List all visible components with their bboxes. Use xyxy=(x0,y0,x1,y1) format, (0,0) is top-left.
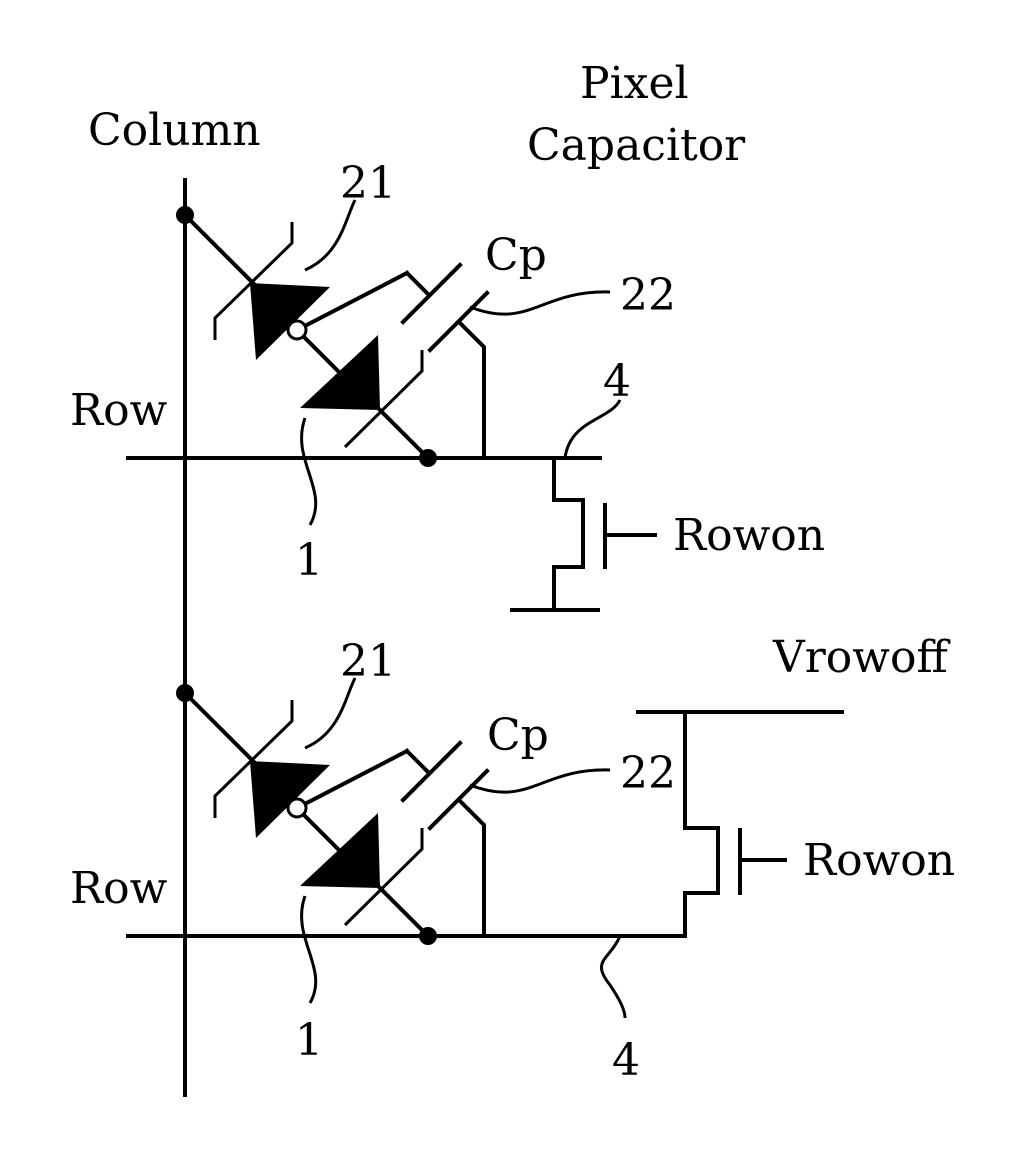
leader-1 xyxy=(302,896,316,1003)
capacitor-plate-left xyxy=(403,743,460,800)
ref-22-label: 22 xyxy=(620,270,676,321)
ref-1-label: 1 xyxy=(295,1015,323,1066)
ref-4-label: 4 xyxy=(603,356,631,407)
vrowoff-label: Vrowoff xyxy=(772,632,950,683)
cap-lead-wire xyxy=(407,273,427,293)
ref-4-label: 4 xyxy=(612,1035,640,1086)
ref-1-label: 1 xyxy=(295,535,323,586)
leader-22 xyxy=(470,292,610,314)
rowon-label: Rowon xyxy=(673,510,825,561)
pixel-cell-bottom: Row Cp 21 22 1 4 Rowon xyxy=(70,636,955,1086)
pixel-capacitor-label-line2: Capacitor xyxy=(527,120,746,171)
cap-lead-wire xyxy=(407,751,427,771)
rowon-transistor-channel xyxy=(554,458,583,610)
pixel-node xyxy=(288,799,306,817)
cp-label: Cp xyxy=(487,710,549,761)
capacitor-to-row-wire xyxy=(459,322,484,458)
column-label: Column xyxy=(88,105,261,156)
pixel-capacitor-label-line1: Pixel xyxy=(580,58,689,109)
diode-lead-wire xyxy=(185,215,260,290)
capacitor-to-row-wire xyxy=(459,800,484,936)
leader-4 xyxy=(565,400,620,458)
diode-lead-wire xyxy=(185,693,260,768)
cp-label: Cp xyxy=(485,230,547,281)
row-label: Row xyxy=(70,863,168,914)
leader-21 xyxy=(305,678,355,748)
leader-4 xyxy=(601,936,625,1018)
leader-22 xyxy=(470,770,610,792)
diode-1-lead xyxy=(380,888,428,936)
capacitor-plate-left xyxy=(403,265,460,322)
leader-1 xyxy=(302,418,316,525)
rowon-label: Rowon xyxy=(803,835,955,886)
leader-21 xyxy=(305,200,355,270)
ref-22-label: 22 xyxy=(620,748,676,799)
ref-21-label: 21 xyxy=(340,158,396,209)
diode-1-lead xyxy=(380,410,428,458)
ref-21-label: 21 xyxy=(340,636,396,687)
row-label: Row xyxy=(70,385,168,436)
rowon-transistor-channel xyxy=(685,712,718,936)
pixel-node xyxy=(288,321,306,339)
